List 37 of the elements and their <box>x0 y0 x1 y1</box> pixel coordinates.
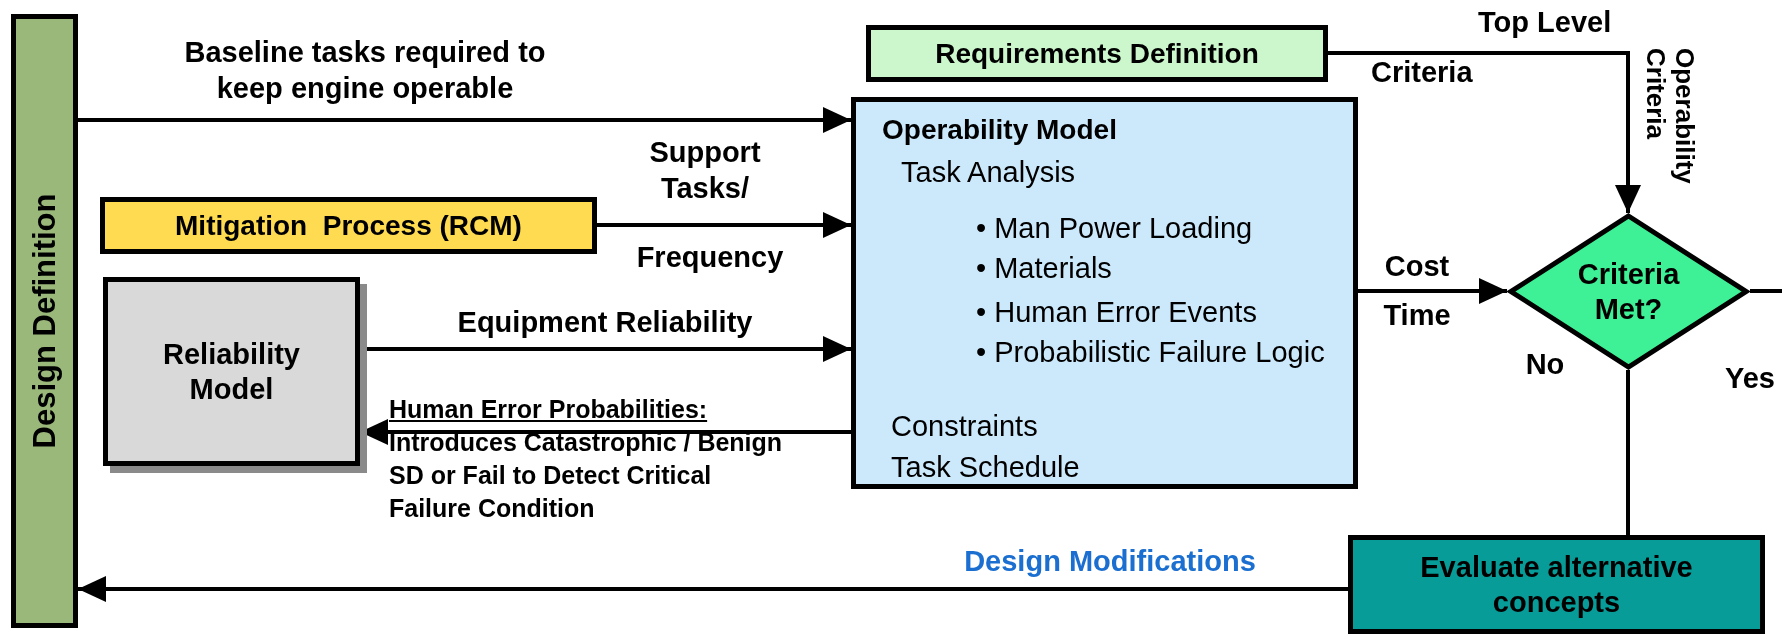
arrow <box>78 576 1348 602</box>
bullet-item: • Probabilistic Failure Logic <box>976 335 1326 370</box>
text-label: Criteria <box>1371 55 1474 90</box>
edge-label: Top Level <box>1478 5 1613 40</box>
node-label: Requirements Definition <box>935 36 1259 71</box>
arrow <box>78 107 851 133</box>
edge-label: Equipment Reliability <box>456 305 754 340</box>
node-text: Constraints <box>891 409 1038 444</box>
node-text: Task Schedule <box>891 450 1080 485</box>
process-box <box>851 97 1358 489</box>
bullet-item: • Materials <box>976 251 1113 286</box>
node-label: Reliability Model <box>162 336 301 407</box>
text-label: Frequency <box>635 240 785 275</box>
node-label: Evaluate alternative concepts <box>1419 549 1694 620</box>
process-box <box>866 25 1328 82</box>
edge-label: Yes <box>1724 361 1776 396</box>
text-label: Time <box>1382 298 1452 333</box>
bullet-item: • Human Error Events <box>976 295 1258 330</box>
process-box <box>1348 535 1765 634</box>
bullet-item: • Man Power Loading <box>976 211 1254 246</box>
edge-label: No <box>1524 347 1566 382</box>
node-label: Criteria Met? <box>1576 256 1681 327</box>
node-text: Task Analysis <box>901 155 1076 190</box>
node-label: Mitigation Process (RCM) <box>175 208 522 243</box>
arrow <box>1358 278 1507 304</box>
node-title: Operability Model <box>882 113 1117 147</box>
vertical-bar <box>11 14 78 628</box>
edge-label: Baseline tasks required to keep engine operable <box>183 35 547 106</box>
node-label: Design Definition <box>26 193 63 449</box>
process-box <box>100 197 597 254</box>
arrow <box>1328 51 1641 213</box>
text-label: Operability Criteria <box>1640 48 1699 186</box>
edge-label: Design Modifications <box>963 544 1257 579</box>
edge-label: Support Tasks/ <box>648 135 762 206</box>
edge-label: Human Error Probabilities: <box>389 394 709 425</box>
arrow <box>597 212 851 238</box>
edge-label: Cost <box>1383 249 1451 284</box>
